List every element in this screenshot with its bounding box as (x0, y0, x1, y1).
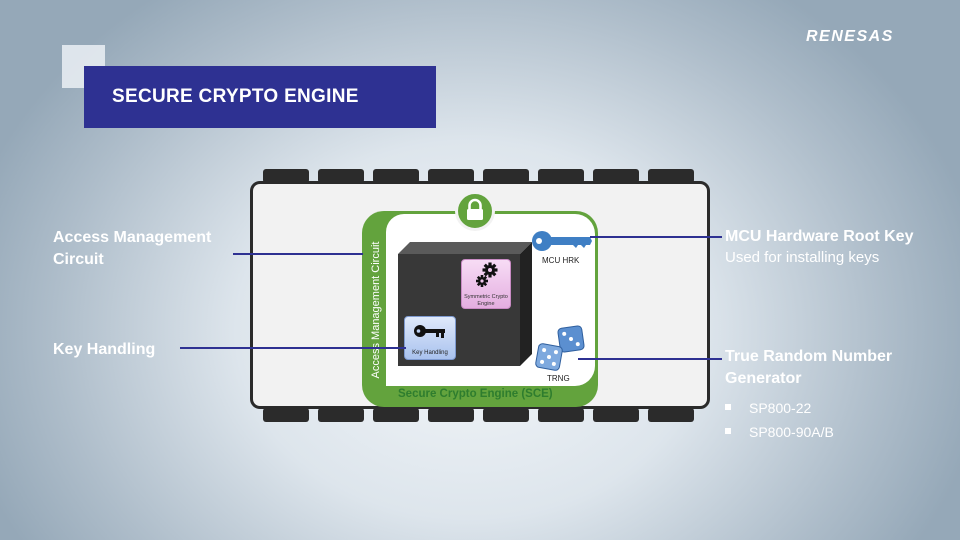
connector-key-handling (180, 347, 406, 349)
hardware-root-key-subtitle: Used for installing keys (725, 249, 880, 266)
trng-title: True Random Number Generator (725, 348, 893, 387)
symmetric-crypto-engine-label: Symmetric Crypto Engine (464, 294, 508, 307)
trng-standards-list: SP800-22 SP800-90A/B (725, 396, 925, 444)
mcu-hrk-label: MCU HRK (542, 256, 580, 265)
access-management-circuit-label: Access Management Circuit (370, 241, 382, 379)
list-item: SP800-22 (725, 396, 925, 420)
dice-icon (535, 325, 585, 371)
page-title: SECURE CRYPTO ENGINE (112, 86, 359, 107)
chip-pin (263, 169, 309, 183)
trng-standard-text: SP800-22 (749, 400, 812, 416)
gears-icon (476, 262, 498, 287)
cube-side-face (520, 242, 532, 366)
lock-icon (467, 198, 483, 220)
chip-pin (373, 408, 419, 422)
callout-hardware-root-key: MCU Hardware Root Key Used for installin… (725, 226, 955, 268)
chip-pin (373, 169, 419, 183)
chip-pin (483, 169, 529, 183)
lock-badge (455, 191, 495, 231)
hardware-root-key-title: MCU Hardware Root Key (725, 228, 914, 245)
chip-pin (318, 408, 364, 422)
connector-access-management (233, 253, 363, 255)
list-item: SP800-90A/B (725, 420, 925, 444)
key-handling-box-label: Key Handling (412, 350, 448, 356)
trng-label: TRNG (547, 374, 570, 383)
title-bar (84, 66, 436, 128)
key-icon (414, 325, 445, 338)
trng-standard-text: SP800-90A/B (749, 424, 834, 440)
chip-pin (593, 169, 639, 183)
chip-pin (428, 169, 474, 183)
key-handling-box (404, 316, 456, 360)
sce-label: Secure Crypto Engine (SCE) (398, 388, 553, 400)
chip-pin (648, 408, 694, 422)
chip-pin (648, 169, 694, 183)
connector-trng (578, 358, 722, 360)
cube-top-face (398, 242, 532, 254)
chip-pin (318, 169, 364, 183)
callout-trng: True Random Number Generator SP800-22 SP… (725, 346, 925, 444)
bullet-square-icon (725, 428, 731, 435)
hardware-root-key-icon (532, 231, 592, 251)
chip-pin (593, 408, 639, 422)
symmetric-crypto-engine-box (461, 259, 511, 309)
bullet-square-icon (725, 404, 731, 411)
chip-pin (538, 408, 584, 422)
connector-hardware-root-key (590, 236, 722, 238)
chip-pin (428, 408, 474, 422)
chip-pin (538, 169, 584, 183)
callout-key-handling: Key Handling (53, 341, 156, 358)
callout-access-management: Access Management Circuit (53, 229, 212, 268)
chip-pin (483, 408, 529, 422)
renesas-logo: RENESAS (806, 28, 894, 45)
chip-pin (263, 408, 309, 422)
